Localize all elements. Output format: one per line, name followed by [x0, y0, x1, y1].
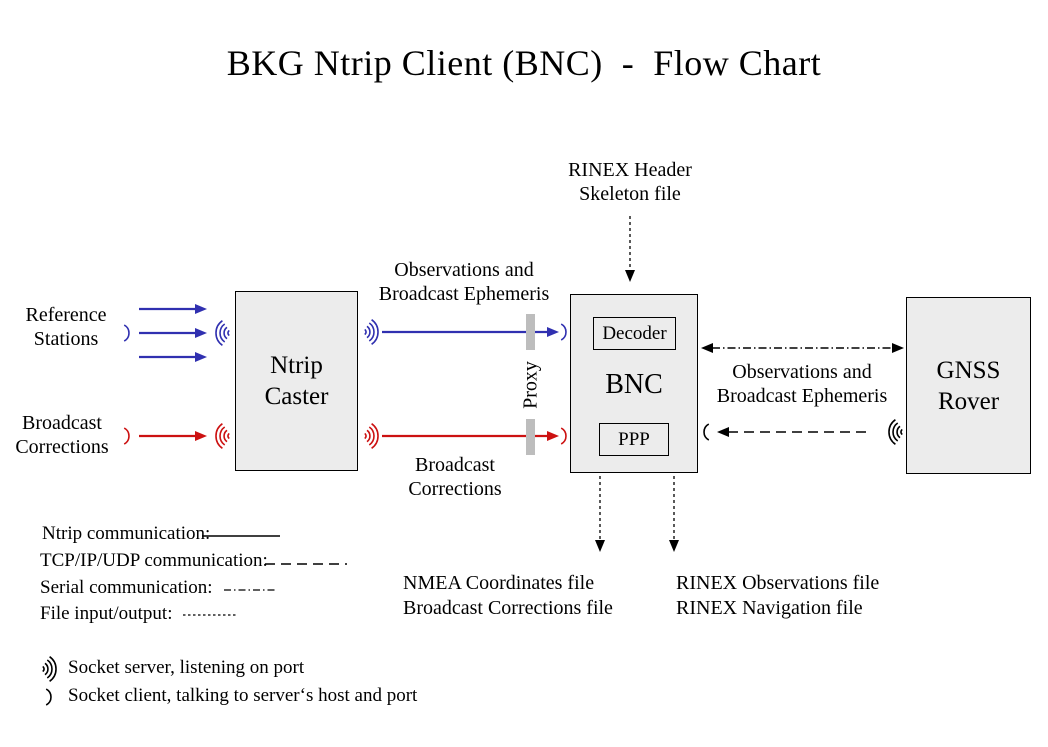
- proxy-bar-top: [526, 314, 535, 350]
- socket-server-icon-caster-right-blue: [364, 319, 379, 345]
- reference-station-arrows: [139, 304, 207, 362]
- obs-ephemeris-bnc-rover-label: Observations and Broadcast Ephemeris: [716, 361, 888, 407]
- socket-server-icon-caster-right-red: [364, 423, 379, 449]
- socket-server-legend-icon: [42, 656, 57, 682]
- decoder-box: Decoder: [593, 317, 676, 350]
- socket-client-icon-bnc-obs: [560, 323, 567, 341]
- ppp-label: PPP: [618, 429, 650, 450]
- proxy-label: Proxy: [519, 361, 542, 409]
- socket-server-icon-caster-left-red: [215, 423, 230, 449]
- socket-client-icon-reference-stations: [123, 324, 130, 342]
- obs-ephemeris-caster-bnc-label: Observations and Broadcast Ephemeris: [378, 259, 550, 305]
- legend-tcp-label: TCP/IP/UDP communication:: [40, 550, 268, 571]
- broadcast-corrections-input-label: Broadcast Corrections: [15, 412, 109, 458]
- gnss-rover-label-line2: Rover: [937, 387, 1000, 415]
- socket-server-icon-rover: [888, 419, 903, 445]
- proxy-bar-bottom: [526, 419, 535, 455]
- socket-client-icon-bnc-corrections: [560, 427, 567, 445]
- ppp-box: PPP: [599, 423, 669, 456]
- gnss-rover-label-line1: GNSS: [936, 356, 1001, 384]
- broadcast-corrections-caster-bnc-label: Broadcast Corrections: [408, 454, 502, 500]
- ntrip-caster-label-line1: Ntrip: [270, 352, 323, 379]
- legend-ntrip-label: Ntrip communication:: [42, 523, 211, 544]
- page-title: BKG Ntrip Client (BNC) - Flow Chart: [226, 43, 822, 83]
- bnc-label: BNC: [605, 369, 663, 400]
- rinex-output-label: RINEX Observations file RINEX Navigation…: [676, 572, 880, 619]
- reference-stations-label: Reference Stations: [25, 304, 107, 350]
- gnss-rover-node: GNSS Rover: [906, 297, 1031, 474]
- nmea-output-label: NMEA Coordinates file Broadcast Correcti…: [403, 572, 613, 619]
- rinex-header-skeleton-label: RINEX Header Skeleton file: [568, 159, 692, 205]
- socket-client-icon-bnc-rover: [703, 423, 710, 441]
- ntrip-caster-label-line2: Caster: [264, 383, 329, 410]
- decoder-label: Decoder: [602, 323, 667, 344]
- legend-socket-server-label: Socket server, listening on port: [68, 657, 305, 678]
- ntrip-caster-node: Ntrip Caster: [235, 291, 358, 471]
- bnc-node: Decoder BNC PPP: [570, 294, 698, 473]
- socket-server-icon-caster-left-blue: [215, 320, 230, 346]
- socket-client-icon-broadcast-corrections: [123, 427, 130, 445]
- socket-client-legend-icon: [45, 688, 52, 706]
- legend-serial-label: Serial communication:: [40, 577, 213, 598]
- legend-file-label: File input/output:: [40, 603, 173, 624]
- legend-socket-client-label: Socket client, talking to server‘s host …: [68, 685, 418, 706]
